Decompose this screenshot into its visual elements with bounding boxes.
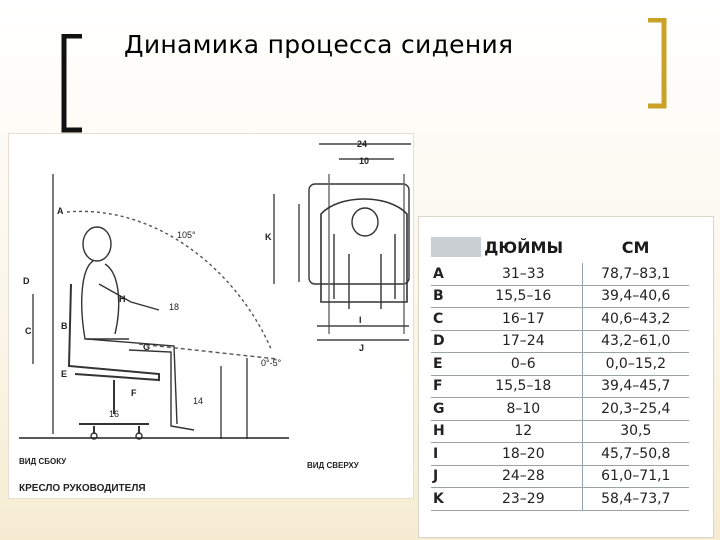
header-inches: ДЮЙМЫ <box>484 237 564 257</box>
dim-seat-depth: 16 <box>109 409 119 419</box>
chair-diagram: 24 10 105° 0°-5° 18 14 16 ВИД СБОКУ ВИД … <box>8 133 414 499</box>
row-letter: G <box>431 397 465 421</box>
letter-F: F <box>131 388 137 398</box>
row-letter: H <box>431 420 465 443</box>
dim-seat-height: 14 <box>193 396 203 406</box>
letter-A: A <box>57 206 64 216</box>
row-cm: 58,4–73,7 <box>582 487 689 511</box>
letter-E: E <box>61 369 67 379</box>
row-cm: 39,4–45,7 <box>582 375 689 398</box>
row-letter: E <box>431 352 465 376</box>
row-inches: 12 <box>465 420 583 443</box>
row-letter: B <box>431 285 465 308</box>
row-inches: 18–20 <box>465 442 583 466</box>
row-cm: 39,4–40,6 <box>582 285 689 308</box>
left-bracket <box>61 34 82 133</box>
row-letter: I <box>431 442 465 466</box>
header-cm: СМ <box>621 237 650 257</box>
row-cm: 40,6–43,2 <box>582 307 689 331</box>
row-cm: 61,0–71,1 <box>582 465 689 488</box>
row-inches: 16–17 <box>465 307 583 331</box>
right-bracket <box>648 18 667 109</box>
arm-outline <box>98 283 160 311</box>
row-inches: 17–24 <box>465 330 583 353</box>
side-view-label: ВИД СБОКУ <box>19 457 67 466</box>
diagram-caption: КРЕСЛО РУКОВОДИТЕЛЯ <box>19 483 146 494</box>
dim-depth: 18 <box>169 302 179 312</box>
head-outline <box>82 226 112 262</box>
letter-J: J <box>359 343 364 353</box>
letter-G: G <box>143 342 150 352</box>
row-inches: 23–29 <box>465 487 583 511</box>
row-letter: A <box>431 263 465 286</box>
row-inches: 0–6 <box>465 352 583 376</box>
letter-D: D <box>23 276 30 286</box>
row-inches: 24–28 <box>465 465 583 488</box>
row-inches: 15,5–18 <box>465 375 583 398</box>
dim-tilt: 0°-5° <box>261 358 282 368</box>
row-cm: 0,0–15,2 <box>582 352 689 376</box>
top-head <box>351 207 379 237</box>
header-strip <box>431 237 481 257</box>
row-letter: F <box>431 375 465 398</box>
header-letter <box>431 231 465 263</box>
row-cm: 45,7–50,8 <box>582 442 689 466</box>
row-inches: 31–33 <box>465 263 583 286</box>
dim-angle: 105° <box>177 230 196 240</box>
row-letter: K <box>431 487 465 511</box>
letter-I: I <box>359 315 362 325</box>
row-cm: 30,5 <box>582 420 689 443</box>
letter-H: H <box>119 294 126 304</box>
row-letter: C <box>431 307 465 331</box>
page-title: Динамика процесса сидения <box>124 30 514 59</box>
letter-B: B <box>61 321 68 331</box>
table-header-row: ДЮЙМЫ СМ <box>431 231 689 263</box>
top-view-label: ВИД СВЕРХУ <box>307 461 360 470</box>
row-cm: 20,3–25,4 <box>582 397 689 421</box>
letter-C: C <box>25 326 32 336</box>
row-cm: 78,7–83,1 <box>582 263 689 286</box>
diagram-svg: 24 10 105° 0°-5° 18 14 16 ВИД СБОКУ ВИД … <box>19 139 411 494</box>
top-chair-outline <box>308 183 410 285</box>
dim-top-outer: 24 <box>357 139 367 149</box>
row-inches: 15,5–16 <box>465 285 583 308</box>
row-letter: D <box>431 330 465 353</box>
row-cm: 43,2–61,0 <box>582 330 689 353</box>
row-letter: J <box>431 465 465 488</box>
chair-seat <box>67 283 160 382</box>
torso-outline <box>81 260 129 340</box>
row-inches: 8–10 <box>465 397 583 421</box>
letter-K: K <box>265 232 272 242</box>
dim-top-inner: 10 <box>359 156 369 166</box>
